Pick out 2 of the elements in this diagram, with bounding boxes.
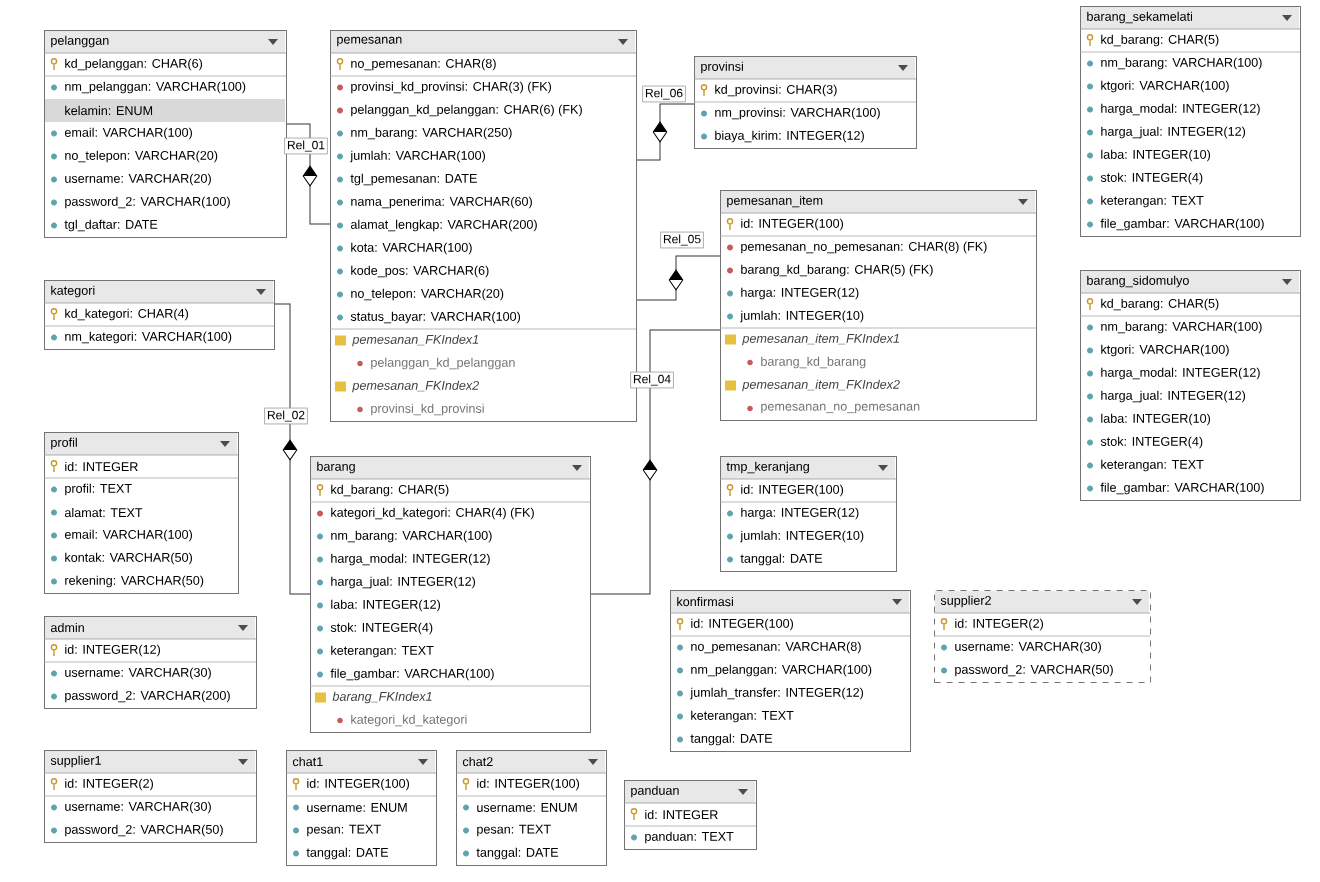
relationship-line bbox=[636, 103, 695, 161]
relationship-line bbox=[636, 255, 721, 301]
